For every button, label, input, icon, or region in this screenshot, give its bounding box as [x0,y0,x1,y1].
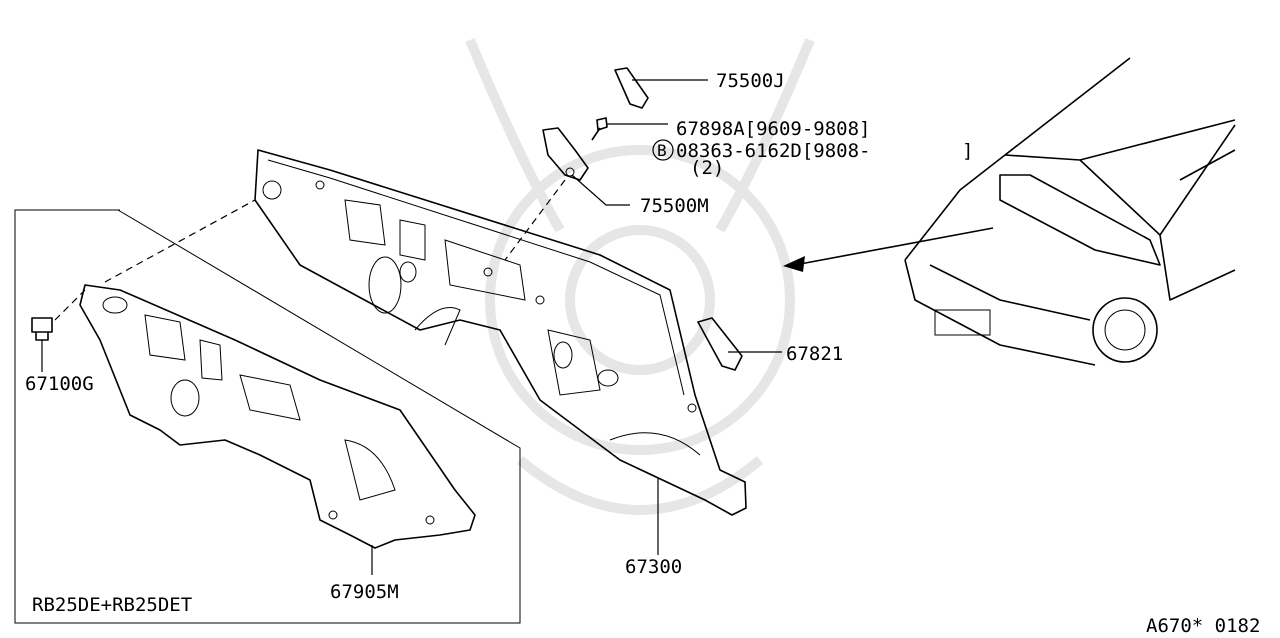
label-08363: 08363-6162D[9808- [676,140,870,162]
engine-variant-box: RB25DE+RB25DET [14,209,521,624]
engine-variant-label: RB25DE+RB25DET [32,594,192,616]
label-75500J: 75500J [716,70,785,92]
bolt-marker-letter: B [657,141,667,160]
label-08363-qty: (2) [690,157,724,179]
diagram-code: A670* 0182 [1146,615,1260,637]
label-75500M: 75500M [640,195,709,217]
label-67300: 67300 [625,556,682,578]
label-67100G: 67100G [25,373,94,395]
label-67905M: 67905M [330,581,399,603]
label-67898A: 67898A[9609-9808] [676,118,870,140]
dash-panel-67300 [254,149,747,516]
label-08363-close: ] [962,140,973,162]
grommet-67821 [697,317,782,371]
vehicle-locator-sketch [783,57,1236,366]
bolt-marker-circle [652,139,674,161]
part-75500J [614,67,708,109]
bracket-75500M [504,117,668,261]
label-67821: 67821 [786,343,843,365]
locator-arrowhead [783,256,805,272]
dash-insulator-67905M [79,284,476,549]
clip-67100G [31,199,256,372]
watermark-emblem [465,38,815,515]
